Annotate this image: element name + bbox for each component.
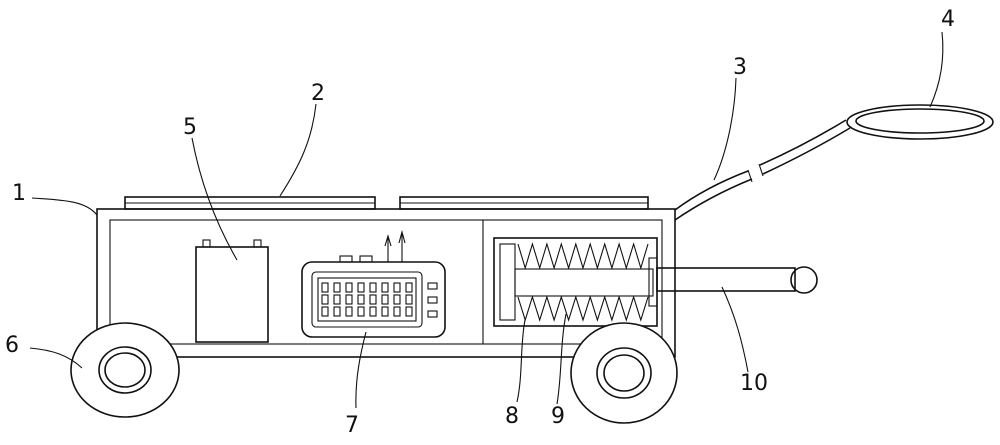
label-9: 9: [551, 404, 565, 429]
cart-body: [96, 208, 676, 358]
controller-cell: [405, 294, 413, 305]
controller-cell: [393, 282, 401, 293]
controller-cell: [333, 294, 341, 305]
label-10: 10: [740, 371, 768, 396]
controller-cell: [345, 294, 353, 305]
label-7: 7: [345, 413, 359, 438]
controller-cell: [381, 306, 389, 317]
controller-cell: [405, 306, 413, 317]
controller-cell: [369, 306, 377, 317]
controller-cell: [369, 282, 377, 293]
label-2: 2: [311, 81, 325, 106]
controller-cell: [357, 282, 365, 293]
controller-cell: [393, 294, 401, 305]
controller-cell: [345, 282, 353, 293]
controller-cell: [357, 294, 365, 305]
controller-cell: [333, 306, 341, 317]
label-6: 6: [5, 333, 19, 358]
label-5: 5: [183, 115, 197, 140]
label-3: 3: [733, 55, 747, 80]
label-8: 8: [505, 404, 519, 429]
part-labels: 1 2 3 4 5 6 7 8 9 10: [5, 7, 955, 438]
right-wheel: [570, 322, 678, 424]
controller-cell: [369, 294, 377, 305]
controller-cell: [321, 306, 329, 317]
controller-cell: [321, 282, 329, 293]
battery: [195, 239, 269, 343]
label-4: 4: [941, 7, 955, 32]
controller-cell: [321, 294, 329, 305]
leader-lines: [29, 31, 944, 409]
label-1: 1: [12, 181, 26, 206]
cable-and-loop: [674, 104, 994, 221]
controller-cell: [333, 282, 341, 293]
controller-cell: [381, 294, 389, 305]
controller-box: [301, 229, 446, 338]
push-rod: [656, 266, 818, 294]
controller-cell: [357, 306, 365, 317]
controller-cell: [345, 306, 353, 317]
controller-cell: [393, 306, 401, 317]
controller-cell: [381, 282, 389, 293]
top-plates: [124, 196, 649, 210]
spring-assembly: [493, 237, 658, 327]
left-wheel: [70, 322, 180, 418]
controller-cell: [405, 282, 413, 293]
